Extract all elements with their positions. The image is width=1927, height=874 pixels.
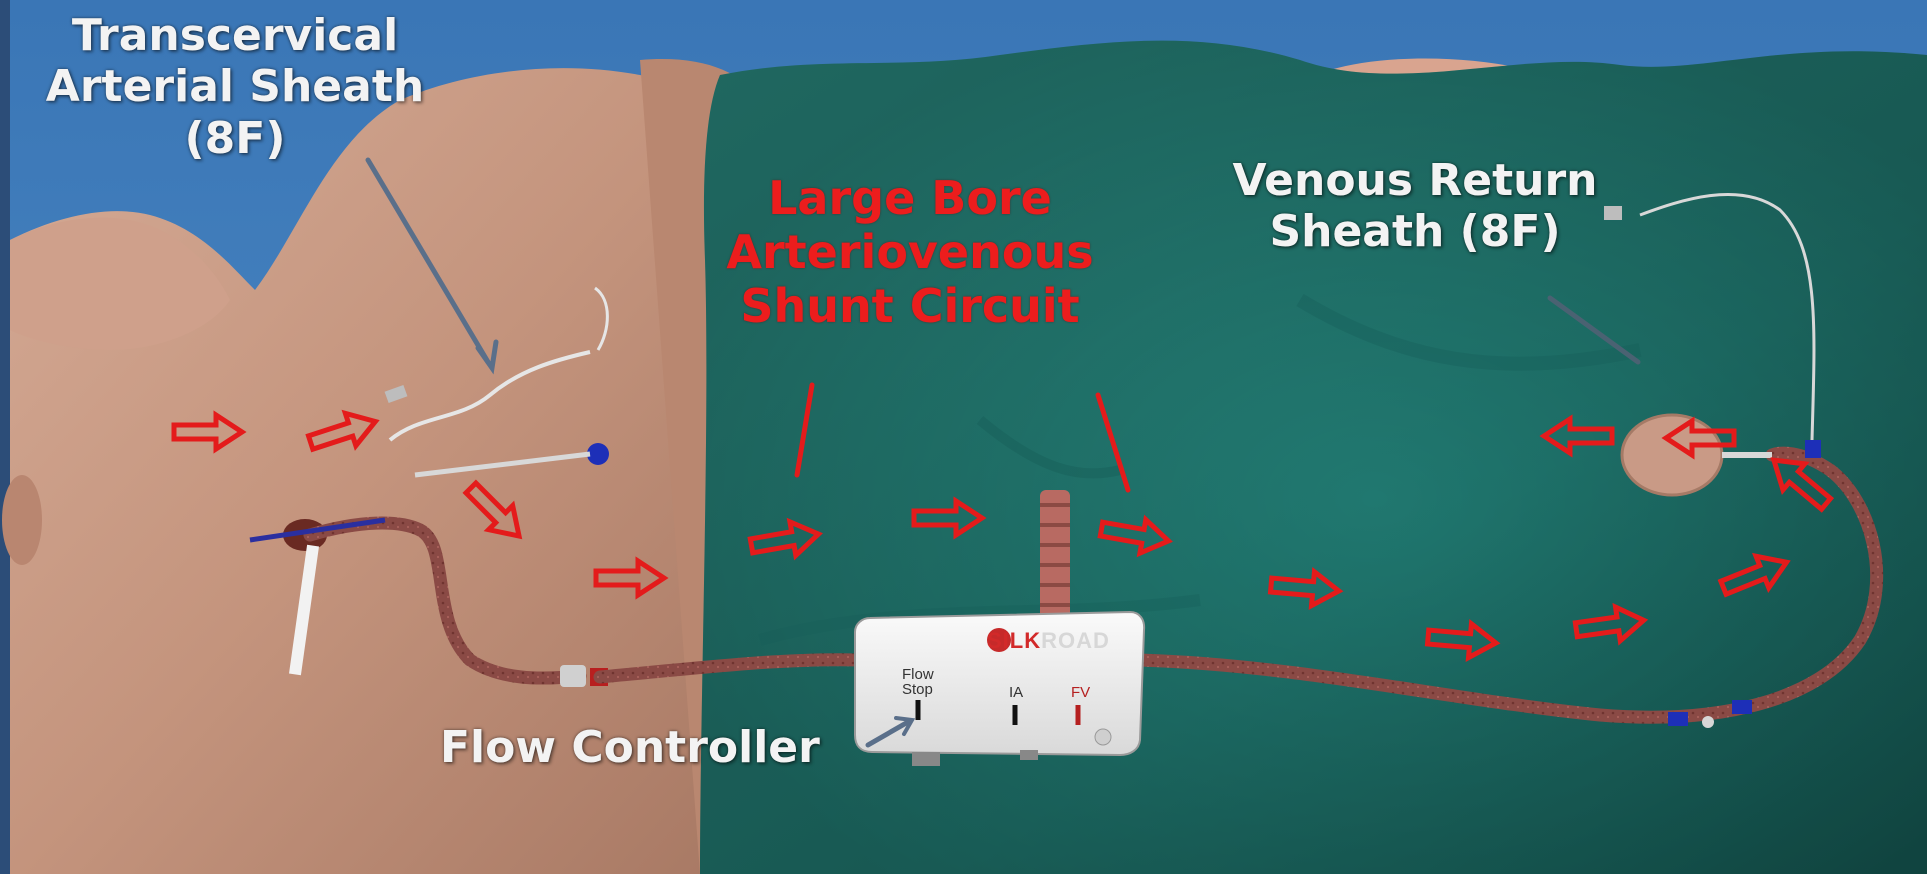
venous-return-line-2: Sheath (8F) bbox=[1180, 206, 1650, 257]
transcervical-sheath-line-2: Arterial Sheath bbox=[20, 61, 450, 112]
patient-ear bbox=[2, 475, 42, 565]
left-frame-border bbox=[0, 0, 10, 874]
shunt-circuit-line-1: Large Bore bbox=[690, 172, 1130, 226]
port-left-label: IA bbox=[1009, 684, 1023, 701]
shunt-circuit-line-3: Shunt Circuit bbox=[690, 280, 1130, 334]
brand-part-1: SILK bbox=[987, 628, 1041, 653]
arterial-sheath-hub bbox=[587, 443, 609, 465]
transcervical-sheath-label: Transcervical Arterial Sheath (8F) bbox=[20, 10, 450, 164]
venous-return-label: Venous Return Sheath (8F) bbox=[1180, 155, 1650, 258]
venous-access-window bbox=[1622, 415, 1722, 495]
transcervical-sheath-line-1: Transcervical bbox=[20, 10, 450, 61]
device-brand-logo: SILKROAD bbox=[987, 628, 1110, 654]
shunt-circuit-line-2: Arteriovenous bbox=[690, 226, 1130, 280]
flow-stop-label: Flow Stop bbox=[902, 667, 948, 697]
port-right-label: FV bbox=[1071, 684, 1090, 701]
brand-part-2: ROAD bbox=[1041, 628, 1110, 653]
filter-coil bbox=[1040, 490, 1070, 620]
transcervical-sheath-line-3: (8F) bbox=[20, 113, 450, 164]
flow-controller-label: Flow Controller bbox=[440, 722, 880, 773]
venous-return-line-1: Venous Return bbox=[1180, 155, 1650, 206]
venous-sheath-hub bbox=[1805, 440, 1821, 458]
shunt-circuit-label: Large Bore Arteriovenous Shunt Circuit bbox=[690, 172, 1130, 333]
